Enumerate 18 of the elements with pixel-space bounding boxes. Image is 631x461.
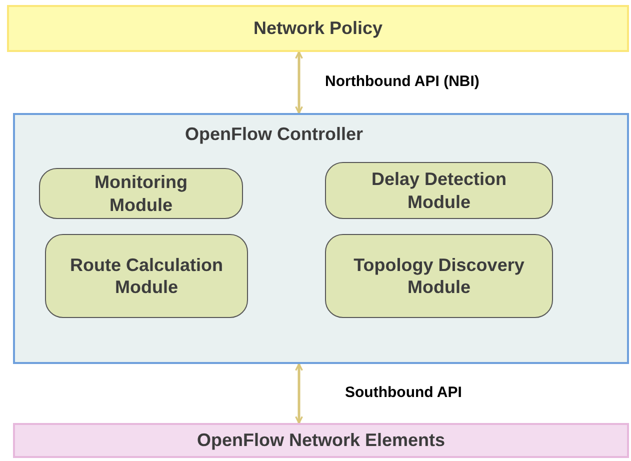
node-label: Delay Detection Module [370,168,508,213]
module-box [39,168,243,219]
node-label: Topology Discovery Module [352,254,526,298]
edge-label: Southbound API [345,384,462,400]
node-label: Network Policy [253,16,383,40]
node-label: OpenFlow Controller [185,123,363,146]
node-label: OpenFlow Network Elements [196,428,446,452]
double-arrow [295,51,303,114]
node-label: Route Calculation Module [68,254,224,298]
module-box [325,234,553,318]
controller-panel [13,113,629,364]
module-box [325,162,553,219]
layer-band [13,423,629,458]
layer-band [7,5,629,52]
double-arrow [295,363,303,424]
node-label: Monitoring Module [94,171,188,216]
module-box [45,234,248,318]
edge-label: Northbound API (NBI) [325,72,480,90]
